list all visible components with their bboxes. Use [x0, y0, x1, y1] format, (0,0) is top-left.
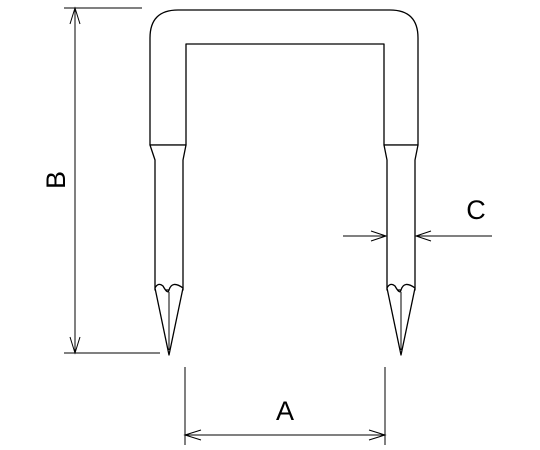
dimension-a-left-arrow — [183, 429, 202, 441]
dimension-b: B — [41, 6, 160, 355]
dimension-b-label: B — [41, 171, 71, 189]
staple — [149, 9, 419, 356]
dimension-b-top-arrow — [69, 6, 81, 25]
dimension-c-label: C — [466, 195, 486, 225]
dimension-c-right-arrow — [414, 230, 432, 242]
staple-crown — [149, 9, 419, 146]
dimension-c-left-arrow — [370, 230, 388, 242]
staple-right-leg — [383, 144, 419, 291]
dimension-a: A — [183, 367, 387, 445]
dimension-c: C — [343, 195, 492, 242]
dimension-b-bottom-arrow — [69, 336, 81, 355]
dimension-a-label: A — [276, 396, 294, 426]
staple-left-leg — [149, 144, 187, 291]
dimension-a-right-arrow — [368, 429, 387, 441]
